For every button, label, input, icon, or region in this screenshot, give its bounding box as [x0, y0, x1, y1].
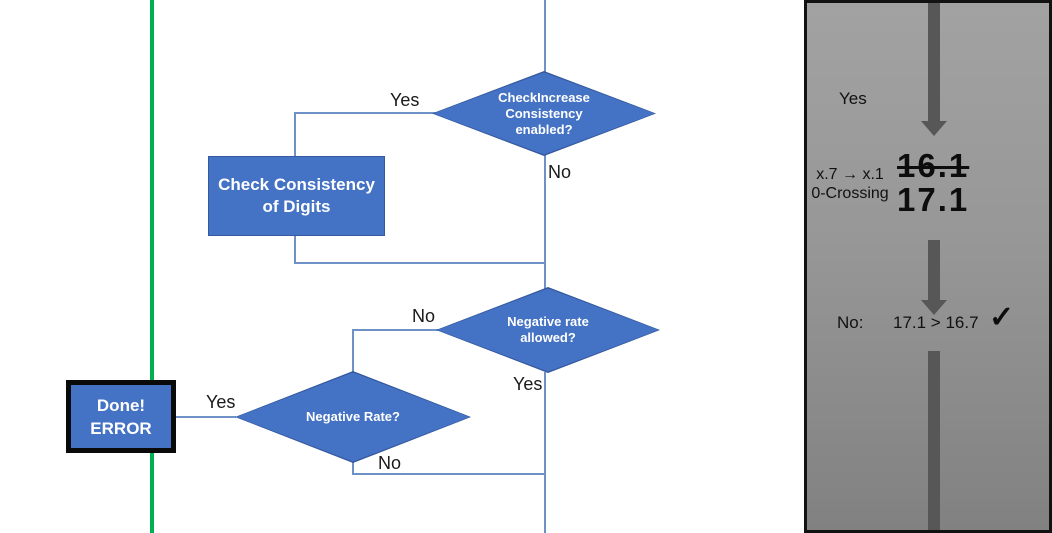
- annotation-panel: Yes x.7 → x.1 0-Crossing 16.1 17.1 No: 1…: [804, 0, 1052, 533]
- down-arrow-shaft: [928, 351, 940, 530]
- connector-rate-no-left: [352, 329, 438, 331]
- process-label-line: Check Consistency: [218, 175, 375, 194]
- green-guide-line: [150, 0, 154, 533]
- crossing-text: 0-Crossing: [811, 185, 889, 202]
- connector-box-out-right: [294, 262, 546, 264]
- connector-top-vertical: [544, 0, 546, 73]
- checkmark-icon: ✓: [989, 301, 1015, 334]
- panel-yes-label: Yes: [839, 89, 867, 108]
- decision-label-line: Negative Rate?: [306, 409, 400, 424]
- process-label-line: of Digits: [262, 197, 331, 216]
- connector-bottom-vertical: [544, 372, 546, 533]
- terminator-done-error: Done! ERROR: [66, 380, 176, 453]
- value-correction: 16.1 17.1: [897, 149, 969, 217]
- decision-checkincrease-enabled: CheckIncrease Consistency enabled?: [432, 71, 656, 156]
- connector-done-yes: [175, 416, 236, 418]
- edge-label-no: No: [378, 453, 402, 473]
- terminator-label-line: ERROR: [90, 418, 152, 438]
- result-prefix: No:: [837, 313, 864, 332]
- decision-label-line: Negative rate: [507, 314, 589, 329]
- edge-label-yes: Yes: [206, 392, 236, 412]
- down-arrow-shaft: [928, 3, 940, 121]
- mapping-text: x.7 → x.1: [816, 166, 884, 183]
- connector-box-out-down: [294, 235, 296, 263]
- connector-negrate-no-down: [352, 462, 354, 475]
- new-value: 17.1: [897, 181, 970, 218]
- connector-yes-down: [294, 112, 296, 157]
- decision-negative-rate: Negative Rate?: [235, 371, 471, 463]
- connector-yes-left: [294, 112, 436, 114]
- old-value-strikethrough: 16.1: [897, 147, 970, 184]
- down-arrow-shaft: [928, 240, 940, 300]
- zero-crossing-note: x.7 → x.1 0-Crossing: [807, 165, 893, 203]
- decision-negative-rate-allowed: Negative rate allowed?: [436, 287, 660, 373]
- decision-label-line: Consistency: [505, 105, 583, 121]
- decision-label-line: allowed?: [520, 330, 576, 345]
- terminator-label-line: Done!: [96, 395, 146, 415]
- edge-label-yes: Yes: [513, 374, 543, 394]
- down-arrow-head-icon: [921, 300, 947, 315]
- decision-label-line: CheckIncrease: [498, 89, 590, 105]
- connector-rate-no-down: [352, 329, 354, 373]
- decision-label-line: enabled?: [515, 121, 573, 137]
- edge-label-no: No: [548, 162, 572, 182]
- connector-negrate-no-right: [352, 473, 546, 475]
- connector-no-vertical: [544, 155, 546, 289]
- edge-label-no: No: [412, 306, 436, 326]
- down-arrow-head-icon: [921, 121, 947, 136]
- edge-label-yes: Yes: [390, 90, 420, 110]
- comparison-text: 17.1 > 16.7: [893, 313, 979, 332]
- process-check-consistency: Check Consistency of Digits: [208, 156, 385, 236]
